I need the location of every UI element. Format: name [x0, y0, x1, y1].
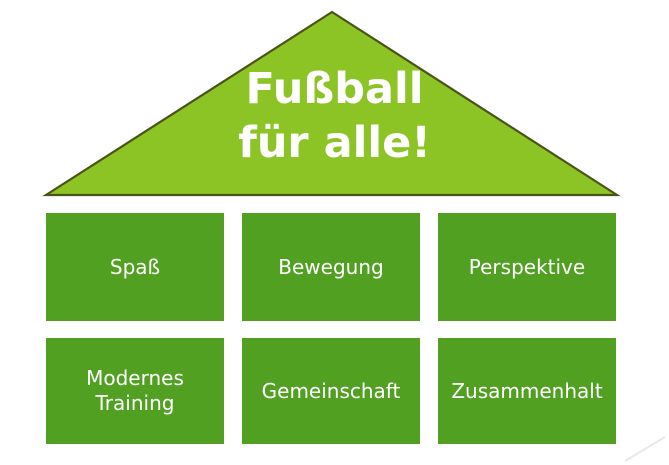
- pillar-spass[interactable]: Spaß: [46, 213, 224, 321]
- pillar-label: Perspektive: [468, 254, 586, 279]
- corner-watermark-mark: [623, 433, 667, 463]
- roof-shape: Fußball für alle!: [0, 0, 669, 200]
- pillar-label: Zusammenhalt: [451, 378, 603, 403]
- pillar-label: Bewegung: [278, 254, 384, 279]
- pillar-modernes-training[interactable]: Modernes Training: [46, 338, 224, 444]
- pillar-perspektive[interactable]: Perspektive: [438, 213, 616, 321]
- pillar-label: Spaß: [109, 254, 161, 279]
- pillar-label: Gemeinschaft: [261, 378, 401, 403]
- roof-triangle: [42, 10, 621, 197]
- pillar-label: Modernes Training: [86, 366, 184, 415]
- pillar-bewegung[interactable]: Bewegung: [242, 213, 420, 321]
- pillar-zusammenhalt[interactable]: Zusammenhalt: [438, 338, 616, 444]
- pillar-grid: Spaß Bewegung Perspektive Modernes Train…: [46, 213, 617, 444]
- pillar-gemeinschaft[interactable]: Gemeinschaft: [242, 338, 420, 444]
